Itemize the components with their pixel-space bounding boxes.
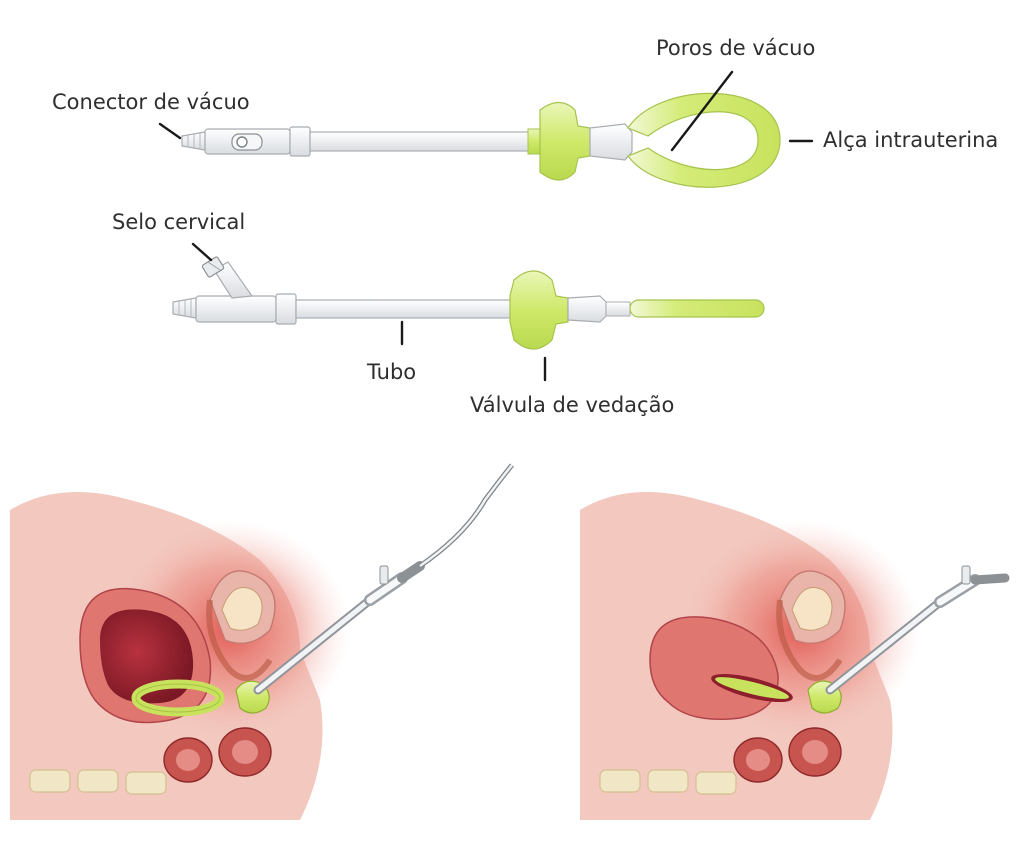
device-assembled-top <box>181 92 781 188</box>
cervical-seal-port <box>201 256 254 299</box>
label-vacuum-connector: Conector de vácuo <box>52 90 250 114</box>
label-cervical-seal: Selo cervical <box>112 210 246 234</box>
label-tube: Tubo <box>367 360 417 384</box>
sealing-valve-middle <box>509 270 569 350</box>
sealing-valve-top <box>527 101 591 181</box>
anatomy-illustration-collapsed <box>580 492 1010 820</box>
leader-vacuum-connector <box>158 122 182 140</box>
vacuum-connector-tip <box>181 131 206 151</box>
leader-cervical-seal <box>191 242 213 262</box>
leader-vacuum-pores <box>670 70 734 152</box>
anatomy-illustration-expanded <box>10 463 514 820</box>
label-sealing-valve: Válvula de vedação <box>470 393 675 417</box>
label-vacuum-pores: Poros de vácuo <box>656 36 816 60</box>
leader-lines <box>158 70 814 382</box>
label-intrauterine-loop: Alça intrauterina <box>823 128 999 152</box>
device-straight-middle <box>172 256 765 350</box>
intrauterine-loop <box>627 92 781 188</box>
